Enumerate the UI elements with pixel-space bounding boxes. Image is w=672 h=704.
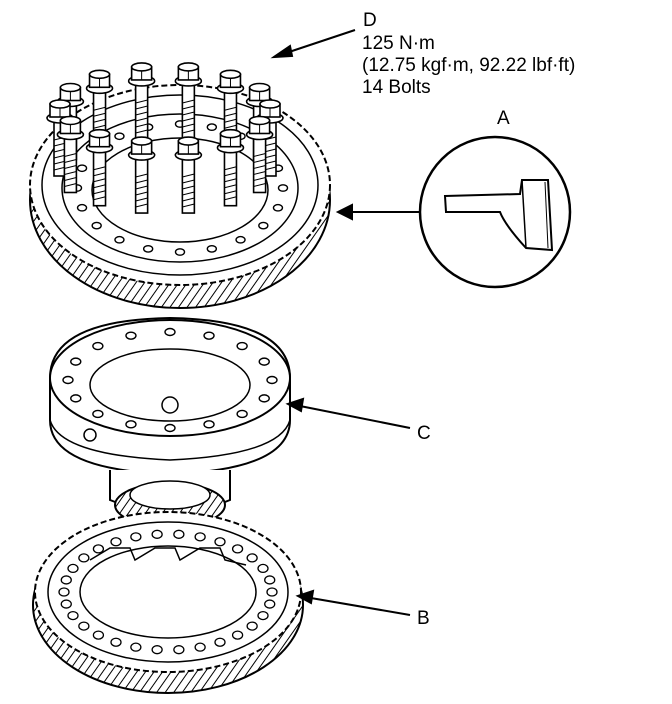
gear-slot <box>231 630 244 640</box>
gear-slot <box>173 645 185 655</box>
bolt-hole <box>174 248 186 256</box>
bolt-quantity: 14 Bolts <box>362 77 431 98</box>
bolt-hole <box>114 235 125 244</box>
flange-hole <box>92 341 104 351</box>
flange-bolt <box>245 115 274 194</box>
carrier-bolt-holes <box>62 327 278 433</box>
gear-slot <box>130 532 142 542</box>
flange-hole <box>258 357 270 366</box>
gear-slot <box>257 610 269 621</box>
flange-hole <box>70 394 82 403</box>
flange-hole <box>62 375 74 385</box>
flange-hole <box>236 341 248 351</box>
bolt-hole <box>272 203 284 212</box>
leader-d <box>279 29 356 56</box>
carrier-screw <box>83 428 97 442</box>
gear-slot <box>151 645 163 655</box>
flange-hole <box>258 394 270 403</box>
bolt-hole <box>76 164 88 173</box>
gear-slot <box>110 637 122 647</box>
gear-slot <box>231 544 244 554</box>
gear-slot <box>60 599 72 609</box>
torque-spec: 125 N·m (12.75 kgf·m, 92.22 lbf·ft) 14 B… <box>362 33 575 99</box>
gear-slot <box>214 637 226 647</box>
leader-c <box>294 404 411 429</box>
flange-bolt <box>127 62 156 140</box>
gear-slot <box>194 532 206 542</box>
detail-a-inset <box>418 135 572 289</box>
lower-gear-slots <box>58 529 278 655</box>
flange-bolt <box>127 136 156 214</box>
carrier-pin <box>161 396 179 414</box>
gear-slot <box>246 553 258 563</box>
flange-bolt <box>85 128 114 207</box>
lower-gear <box>32 511 304 694</box>
flange-hole <box>125 420 137 429</box>
label-d: D <box>363 10 377 31</box>
flange-hole <box>125 331 137 340</box>
flange-hole <box>164 327 176 337</box>
torque-value-alt: (12.75 kgf·m, 92.22 lbf·ft) <box>362 55 576 76</box>
flange-bolt <box>174 136 203 214</box>
gear-slot <box>173 529 185 539</box>
gear-slot <box>67 563 79 574</box>
label-a: A <box>497 108 510 129</box>
arrow-b <box>295 589 315 605</box>
gear-slot <box>58 587 70 597</box>
arrow-d <box>270 44 294 59</box>
arrow-c <box>285 397 305 413</box>
bolt-hole <box>91 221 102 230</box>
flange-bolt <box>216 69 245 148</box>
flange-hole <box>92 409 104 419</box>
differential-carrier <box>49 316 291 528</box>
bolt-hole <box>114 132 125 141</box>
gear-slot <box>151 529 163 539</box>
bolt-hole <box>206 123 218 132</box>
flange-bolt <box>216 128 245 207</box>
gear-slot <box>60 575 72 585</box>
gear-slot <box>264 599 276 609</box>
gear-slot <box>257 563 269 574</box>
gear-slot <box>67 610 79 621</box>
flange-hole <box>70 357 82 366</box>
flange-bolt <box>56 115 85 194</box>
bolt-hole <box>142 244 154 253</box>
gear-slot <box>110 537 122 547</box>
gear-slot <box>92 544 105 554</box>
bolt-hole <box>277 184 289 192</box>
bolt-hole <box>258 221 269 230</box>
gear-slot <box>92 630 105 640</box>
gear-slot <box>78 553 90 563</box>
gear-slot <box>266 587 278 597</box>
gear-slot <box>130 642 142 652</box>
flange-hole <box>203 420 215 429</box>
flange-hole <box>236 409 248 419</box>
gear-slot <box>264 575 276 585</box>
bolt-hole <box>206 244 218 253</box>
arrow-a <box>335 203 353 221</box>
flange-hole <box>164 423 176 433</box>
flange-hole <box>266 375 278 385</box>
bolt-set <box>46 62 284 214</box>
gear-slot <box>78 621 90 631</box>
label-b: B <box>417 608 430 629</box>
gear-slot <box>214 537 226 547</box>
leader-lines <box>270 29 420 616</box>
leader-b <box>304 596 411 616</box>
torque-value: 125 N·m <box>362 33 435 54</box>
bolt-hole <box>76 203 88 212</box>
flange-bolt <box>174 62 203 140</box>
flange-hole <box>203 331 215 340</box>
bolt-hole <box>235 235 246 244</box>
gear-slot <box>246 621 258 631</box>
label-c: C <box>417 423 431 444</box>
gear-slot <box>194 642 206 652</box>
